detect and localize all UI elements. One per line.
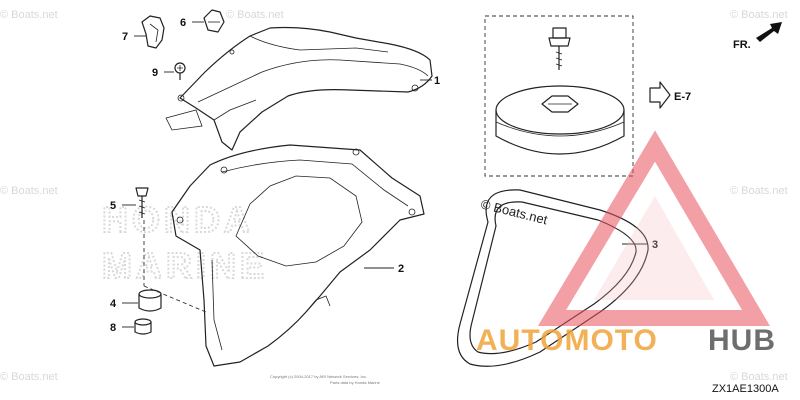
direction-label: FR. bbox=[733, 39, 751, 51]
brand-text-primary: AUTOMOTO bbox=[476, 324, 658, 357]
callout-9: 9 bbox=[152, 67, 158, 79]
boats-watermark: © Boats.net bbox=[0, 371, 58, 383]
watermark-layer: © Boats.net © Boats.net © Boats.net © Bo… bbox=[0, 9, 788, 383]
boats-watermark: © Boats.net bbox=[730, 371, 788, 383]
wordmark-line-2: MARINE bbox=[102, 245, 268, 286]
callout-numbers: 7 6 9 1 2 3 5 4 8 bbox=[110, 17, 658, 334]
callout-2: 2 bbox=[398, 263, 404, 275]
section-reference: E-7 bbox=[649, 81, 691, 109]
brand-text-secondary: HUB bbox=[708, 324, 776, 357]
assembly-guide-line bbox=[143, 220, 207, 313]
belt-watermark: © Boats.net bbox=[479, 196, 549, 227]
grommet-part-4 bbox=[138, 289, 162, 312]
copyright-line-2: Parts data by Honda Marine bbox=[330, 380, 381, 385]
boats-watermark: © Boats.net bbox=[730, 185, 788, 197]
brand-logo-text: AUTOMOTO HUB bbox=[476, 324, 776, 357]
background-wordmark: HONDA MARINE bbox=[101, 198, 268, 287]
front-direction-marker: FR. bbox=[733, 22, 782, 51]
boats-watermark: © Boats.net bbox=[226, 9, 284, 21]
callout-1: 1 bbox=[434, 75, 440, 87]
callout-7: 7 bbox=[122, 31, 128, 43]
callout-4: 4 bbox=[110, 298, 117, 310]
boats-watermark: © Boats.net bbox=[0, 9, 58, 21]
arrow-up-right-icon bbox=[756, 22, 782, 42]
clip-part-7 bbox=[141, 15, 165, 49]
boats-watermark: © Boats.net bbox=[730, 9, 788, 21]
bolt-part-5 bbox=[135, 187, 149, 218]
brand-logo-triangle bbox=[537, 130, 770, 326]
section-ref-label: E-7 bbox=[674, 91, 691, 103]
boats-watermark: © Boats.net bbox=[0, 185, 58, 197]
clip-part-6 bbox=[203, 9, 225, 33]
pulley-assembly-box bbox=[484, 15, 634, 177]
screw-part-9 bbox=[174, 62, 186, 80]
callout-5: 5 bbox=[110, 200, 116, 212]
part-upper-duct-cover bbox=[165, 26, 433, 151]
callout-8: 8 bbox=[110, 322, 116, 334]
callout-6: 6 bbox=[180, 17, 186, 29]
part-lower-belt-cover bbox=[171, 144, 425, 367]
arrow-right-icon bbox=[649, 81, 671, 109]
diagram-code: ZX1AE1300A bbox=[712, 383, 779, 395]
leader-lines bbox=[122, 21, 648, 328]
callout-3: 3 bbox=[652, 239, 658, 251]
collar-part-8 bbox=[134, 318, 152, 335]
part-drive-belt bbox=[457, 189, 649, 367]
copyright-line-1: Copyright (c) 2004-2017 by ARI Network S… bbox=[270, 374, 367, 379]
